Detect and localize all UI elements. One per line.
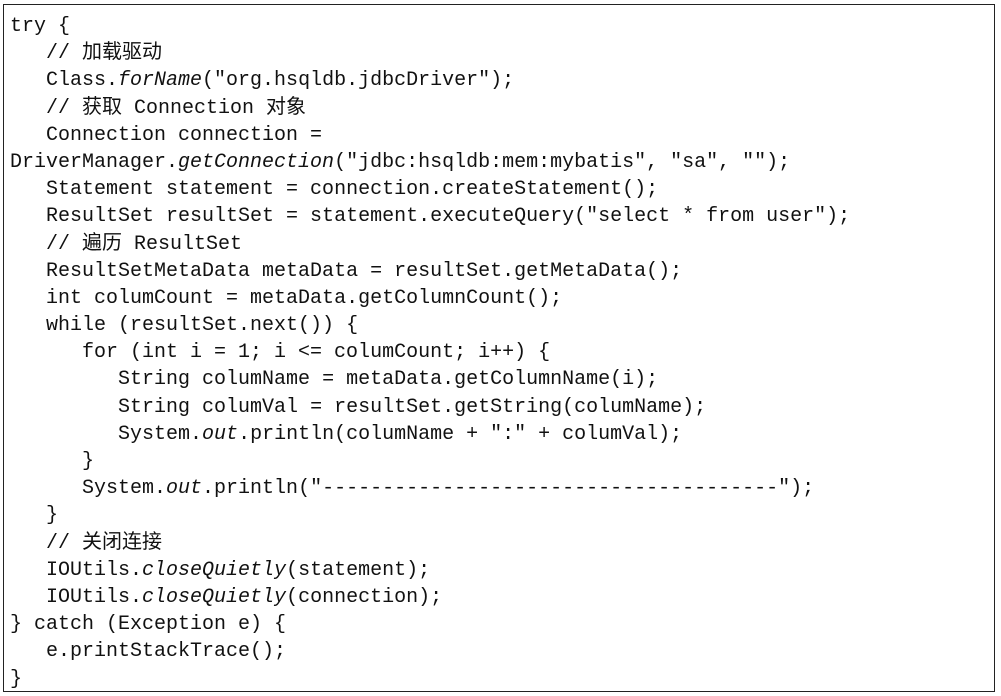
code-indent <box>10 450 82 473</box>
code-token: } <box>82 450 95 473</box>
code-static-ref: out <box>202 422 239 446</box>
code-indent <box>10 640 46 663</box>
code-line: String columVal = resultSet.getString(co… <box>10 394 850 421</box>
code-token: ResultSetMetaData metaData = resultSet.g… <box>46 259 683 283</box>
code-listing-frame: try { // 加载驱动 Class.forName("org.hsqldb.… <box>3 4 995 692</box>
code-indent <box>10 586 46 609</box>
code-indent <box>10 287 46 310</box>
code-comment: // 加载驱动 <box>46 42 163 66</box>
code-token: .println("------------------------------… <box>202 477 815 501</box>
code-line: ResultSet resultSet = statement.executeQ… <box>10 203 850 230</box>
code-comment: // 关闭连接 <box>46 531 163 555</box>
code-indent <box>10 532 46 555</box>
code-token: try { <box>10 15 71 38</box>
code-indent <box>10 124 46 147</box>
code-static-ref: forName <box>118 69 203 93</box>
code-line: Statement statement = connection.createS… <box>10 176 850 203</box>
code-indent <box>10 178 46 201</box>
code-line: IOUtils.closeQuietly(connection); <box>10 584 850 611</box>
code-line: for (int i = 1; i <= columCount; i++) { <box>10 339 850 366</box>
code-line: IOUtils.closeQuietly(statement); <box>10 557 850 584</box>
code-line: DriverManager.getConnection("jdbc:hsqldb… <box>10 149 850 176</box>
code-indent <box>10 559 46 582</box>
code-indent <box>10 396 118 419</box>
code-token: } <box>10 667 23 691</box>
code-line: // 获取 Connection 对象 <box>10 95 850 122</box>
code-token: System. <box>118 422 203 446</box>
code-line: } catch (Exception e) { <box>10 611 850 638</box>
code-indent <box>10 260 46 283</box>
code-indent <box>10 69 46 92</box>
code-static-ref: getConnection <box>178 150 335 174</box>
code-line: System.out.println("--------------------… <box>10 475 850 502</box>
code-indent <box>10 504 46 527</box>
code-static-ref: closeQuietly <box>142 558 287 582</box>
code-indent <box>10 314 46 337</box>
code-comment: // 遍历 ResultSet <box>46 232 243 256</box>
code-token: for (int i = 1; i <= columCount; i++) { <box>82 341 551 365</box>
code-token: System. <box>82 477 167 501</box>
code-line: } <box>10 502 850 529</box>
code-token: } catch (Exception e) { <box>10 613 287 637</box>
code-token: Class. <box>46 69 119 93</box>
code-line: Connection connection = <box>10 122 850 149</box>
code-indent <box>10 341 82 364</box>
code-token: int columCount = metaData.getColumnCount… <box>46 286 563 310</box>
code-line: try { <box>10 13 850 40</box>
code-line: System.out.println(columName + ":" + col… <box>10 421 850 448</box>
code-token: e.printStackTrace(); <box>46 640 287 664</box>
code-indent <box>10 205 46 228</box>
code-token: (connection); <box>286 585 443 609</box>
code-line: // 遍历 ResultSet <box>10 231 850 258</box>
code-token: } <box>46 504 59 528</box>
code-block: try { // 加载驱动 Class.forName("org.hsqldb.… <box>10 13 850 693</box>
code-line: String columName = metaData.getColumnNam… <box>10 366 850 393</box>
code-token: String columName = metaData.getColumnNam… <box>118 368 659 392</box>
code-line: Class.forName("org.hsqldb.jdbcDriver"); <box>10 67 850 94</box>
code-token: DriverManager. <box>10 150 179 174</box>
code-token: (statement); <box>286 558 431 582</box>
code-line: // 加载驱动 <box>10 40 850 67</box>
code-token: String columVal = resultSet.getString(co… <box>118 395 707 419</box>
code-indent <box>10 368 118 391</box>
code-line: // 关闭连接 <box>10 530 850 557</box>
code-token: Connection connection = <box>46 123 323 147</box>
code-comment: // 获取 Connection 对象 <box>46 96 307 120</box>
code-line: while (resultSet.next()) { <box>10 312 850 339</box>
code-indent <box>10 477 82 500</box>
code-line: } <box>10 448 850 475</box>
code-token: ("org.hsqldb.jdbcDriver"); <box>202 69 515 93</box>
code-line: } <box>10 666 850 693</box>
code-indent <box>10 42 46 65</box>
code-static-ref: closeQuietly <box>142 585 287 609</box>
code-token: .println(columName + ":" + columVal); <box>238 422 683 446</box>
code-line: ResultSetMetaData metaData = resultSet.g… <box>10 258 850 285</box>
code-line: e.printStackTrace(); <box>10 638 850 665</box>
code-token: ("jdbc:hsqldb:mem:mybatis", "sa", ""); <box>334 150 791 174</box>
code-token: ResultSet resultSet = statement.executeQ… <box>46 205 851 229</box>
code-line: int columCount = metaData.getColumnCount… <box>10 285 850 312</box>
code-static-ref: out <box>166 477 203 501</box>
code-token: Statement statement = connection.createS… <box>46 178 659 202</box>
code-indent <box>10 233 46 256</box>
code-indent <box>10 423 118 446</box>
code-indent <box>10 97 46 120</box>
code-token: IOUtils. <box>46 558 143 582</box>
code-token: while (resultSet.next()) { <box>46 314 359 338</box>
code-token: IOUtils. <box>46 585 143 609</box>
